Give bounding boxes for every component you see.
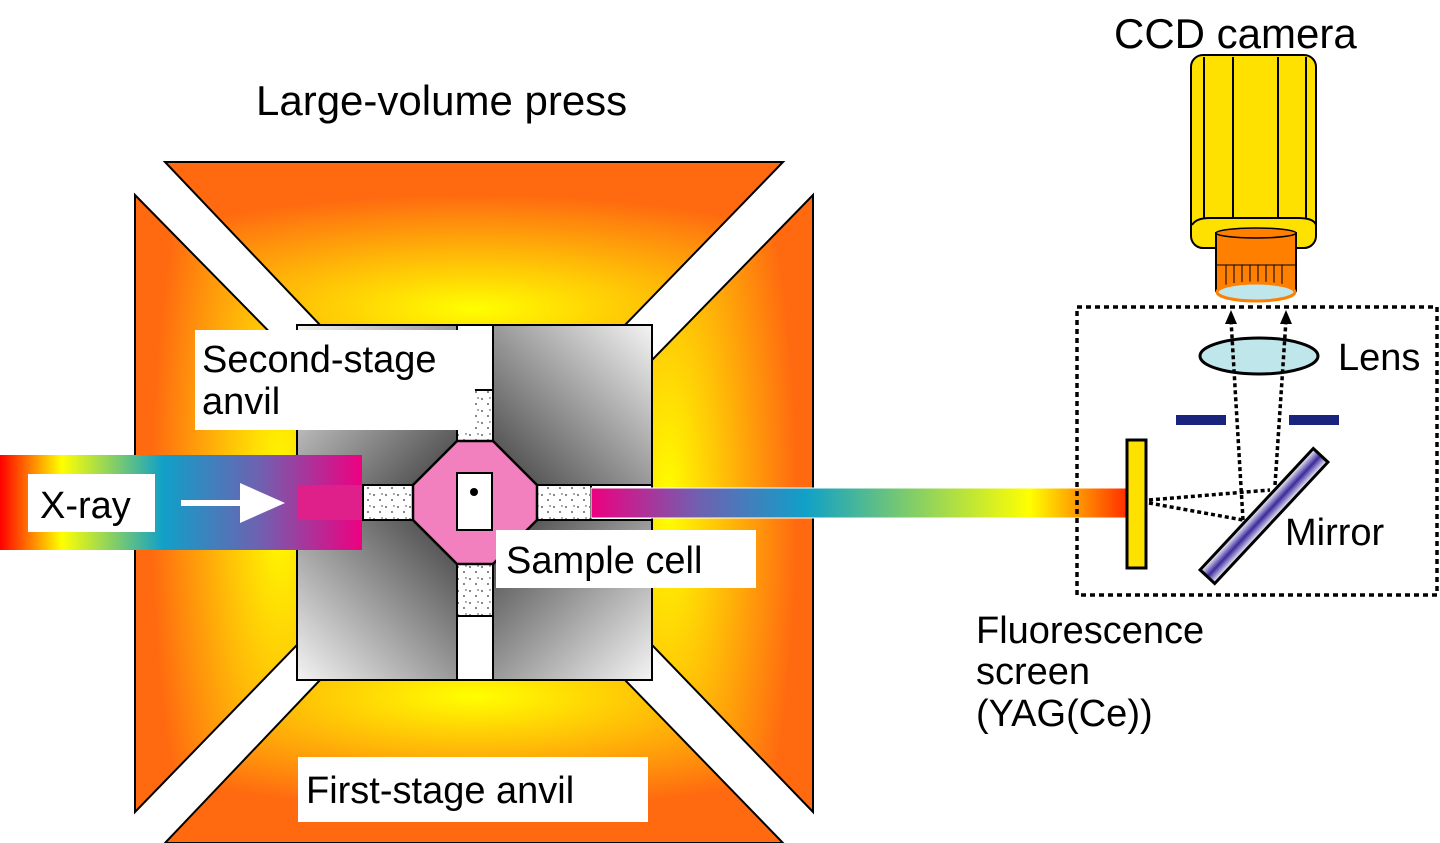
lens-label: Lens [1338, 337, 1420, 379]
light-rays [1148, 319, 1288, 522]
gasket-bottom [456, 563, 494, 617]
fluorescence-screen [1125, 438, 1148, 570]
gasket-right [536, 484, 592, 521]
ray-arrow-up-icon [1225, 310, 1237, 324]
arrow-right-icon [181, 483, 285, 523]
sample-cell-label: Sample cell [506, 540, 702, 582]
sample-capsule [456, 472, 493, 531]
camera-lens-glass [1215, 281, 1297, 303]
fluorescence-label-line2: screen [976, 651, 1090, 693]
xray-beam-outgoing [590, 487, 1127, 519]
ray-arrow-up-icon [1280, 310, 1292, 324]
mirror [1197, 446, 1331, 586]
first-stage-label: First-stage anvil [306, 770, 574, 812]
press-title: Large-volume press [256, 77, 627, 124]
ccd-camera-label: CCD camera [1114, 10, 1357, 57]
second-stage-label-line2: anvil [202, 381, 280, 423]
mirror-label: Mirror [1285, 512, 1385, 554]
gasket-left [362, 484, 414, 521]
ccd-camera [1190, 54, 1317, 303]
sample-dot [470, 488, 478, 496]
second-stage-label-line1: Second-stage [202, 339, 437, 381]
second-stage-anvil-tr [492, 324, 653, 486]
fluorescence-label-line1: Fluorescence [976, 610, 1204, 652]
optics-enclosure [1075, 305, 1439, 597]
fluorescence-label-line3: (YAG(Ce)) [976, 693, 1153, 735]
aperture-left [1176, 415, 1226, 425]
xray-label: X-ray [40, 485, 131, 527]
camera-lens-mount [1215, 232, 1297, 292]
lens [1198, 336, 1320, 376]
aperture-right [1289, 415, 1339, 425]
camera-body [1190, 54, 1317, 249]
first-stage-anvil-top [162, 161, 786, 326]
